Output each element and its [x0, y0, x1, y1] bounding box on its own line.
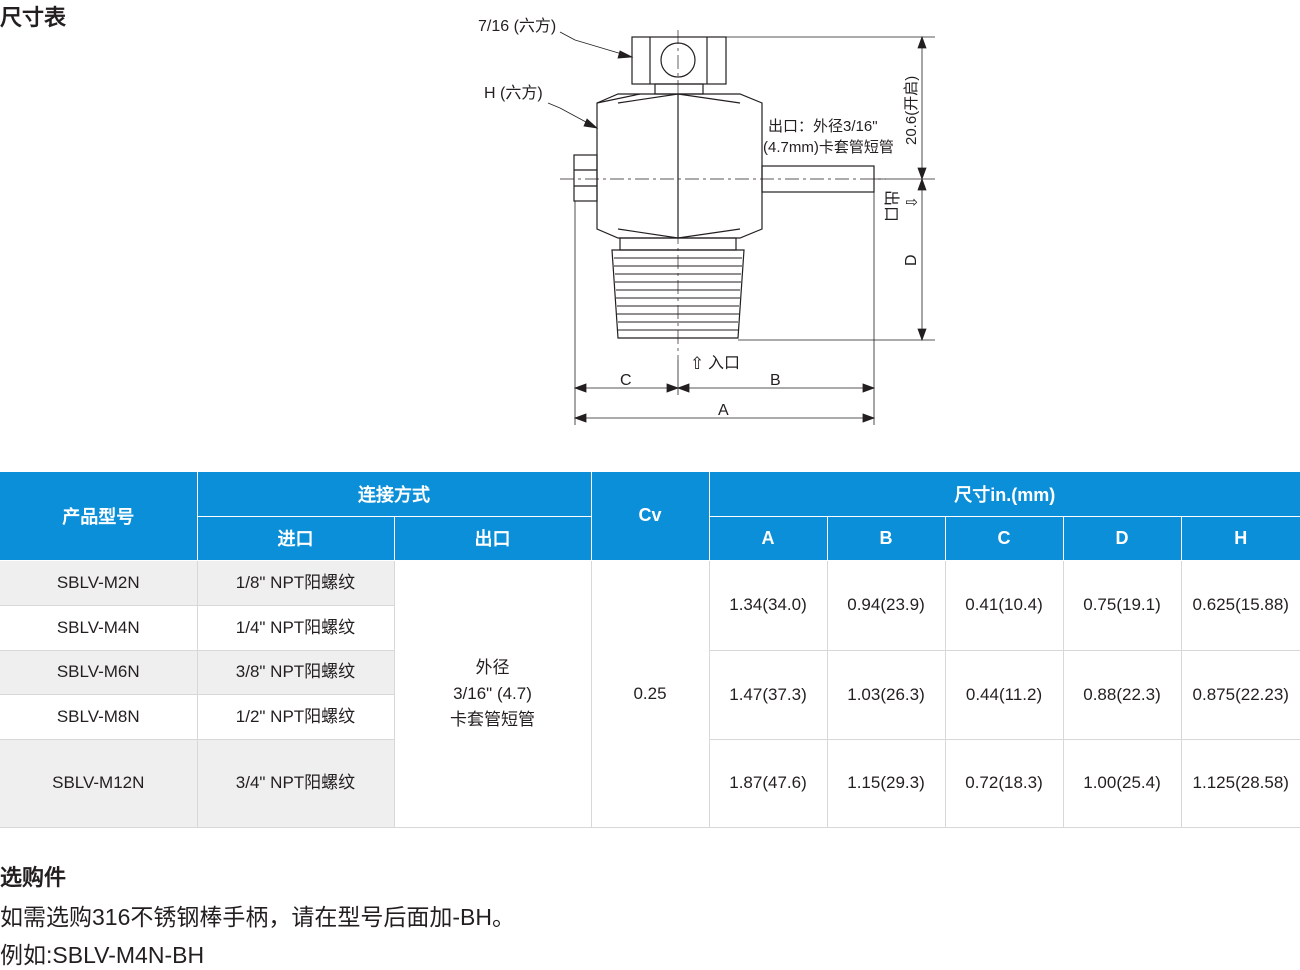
inlet-cell: 1/8" NPT阳螺纹 [197, 560, 395, 606]
dim-h-cell: 1.125(28.58) [1181, 739, 1300, 828]
label-inlet: 入口 [708, 355, 740, 372]
model-cell: SBLV-M6N [0, 650, 198, 695]
label-dim-d: D [903, 254, 920, 266]
option-note: 如需选购316不锈钢棒手柄，请在型号后面加-BH。 [0, 904, 515, 930]
model-cell: SBLV-M4N [0, 605, 198, 651]
outlet-arrow-icon: ⇧ [902, 196, 919, 209]
dim-d-cell: 1.00(25.4) [1063, 739, 1182, 828]
drawing-labels: 7/16 (六方) H (六方) 出口：外径3/16" (4.7mm)卡套管短管… [478, 17, 920, 419]
valve-dimension-drawing: 7/16 (六方) H (六方) 出口：外径3/16" (4.7mm)卡套管短管… [478, 17, 935, 425]
table-row: SBLV-M6N 3/8" NPT阳螺纹 1.47(37.3) 1.03(26.… [0, 650, 1300, 740]
dim-c-cell: 0.72(18.3) [945, 739, 1064, 828]
inlet-cell: 3/8" NPT阳螺纹 [197, 650, 395, 695]
dim-d-cell: 0.88(22.3) [1063, 650, 1182, 740]
dimensions-heading: 尺寸表 [0, 5, 67, 30]
dim-a-cell: 1.87(47.6) [709, 739, 828, 828]
model-cell: SBLV-M8N [0, 694, 198, 740]
dim-c-cell: 0.44(11.2) [945, 650, 1064, 740]
label-outlet: 出口 [882, 190, 900, 222]
dim-h-cell: 0.625(15.88) [1181, 560, 1300, 651]
header-inlet: 进口 [197, 516, 395, 561]
hex-body [596, 93, 763, 239]
header-a: A [709, 516, 828, 561]
outlet-line-2: 3/16" (4.7) [453, 683, 532, 703]
table-row: SBLV-M8N 1/2" NPT阳螺纹 [0, 694, 1300, 740]
label-outlet-desc-1: 出口：外径3/16" [768, 118, 878, 135]
header-b: B [827, 516, 946, 561]
header-cv: Cv [591, 472, 710, 561]
model-cell: SBLV-M2N [0, 560, 198, 606]
header-h: H [1181, 516, 1300, 561]
threaded-inlet [611, 249, 745, 339]
outlet-line-1: 外径 [475, 657, 510, 677]
options-heading: 选购件 [0, 865, 67, 890]
header-outlet: 出口 [394, 516, 592, 561]
dim-a-cell: 1.34(34.0) [709, 560, 828, 651]
inlet-cell: 1/2" NPT阳螺纹 [197, 694, 395, 740]
header-d: D [1063, 516, 1182, 561]
model-cell: SBLV-M12N [0, 739, 198, 828]
label-dim-c: C [620, 372, 632, 389]
dim-h-cell: 0.875(22.23) [1181, 650, 1300, 740]
header-connection: 连接方式 [197, 472, 592, 517]
inlet-cell: 3/4" NPT阳螺纹 [197, 739, 395, 828]
label-hex-top: 7/16 (六方) [478, 17, 556, 35]
dim-c-cell: 0.41(10.4) [945, 560, 1064, 651]
inlet-arrow-icon: ⇧ [690, 354, 704, 373]
label-outlet-desc-2: (4.7mm)卡套管短管 [763, 139, 894, 156]
table-row: SBLV-M2N 1/8" NPT阳螺纹 外径 3/16" (4.7) 卡套管短… [0, 560, 1300, 828]
label-dim-open: 20.6(开启) [903, 76, 920, 145]
table-row: SBLV-M4N 1/4" NPT阳螺纹 [0, 605, 1300, 651]
label-dim-a: A [718, 402, 729, 419]
dim-a-cell: 1.47(37.3) [709, 650, 828, 740]
dim-b-cell: 1.03(26.3) [827, 650, 946, 740]
side-nut [573, 154, 598, 202]
dim-b-cell: 0.94(23.9) [827, 560, 946, 651]
valve-outline [560, 30, 886, 360]
table-row: SBLV-M12N 3/4" NPT阳螺纹 1.87(47.6) 1.15(29… [0, 739, 1300, 828]
header-c: C [945, 516, 1064, 561]
dim-b-cell: 1.15(29.3) [827, 739, 946, 828]
header-model: 产品型号 [0, 472, 198, 561]
outlet-line-3: 卡套管短管 [450, 709, 535, 729]
label-dim-b: B [770, 372, 781, 389]
header-size: 尺寸in.(mm) [709, 472, 1300, 517]
cv-cell: 0.25 [591, 560, 710, 828]
dimension-lines [547, 31, 935, 425]
option-example: 例如:SBLV-M4N-BH [0, 942, 205, 968]
label-hex-body: H (六方) [484, 84, 543, 102]
spec-table: 产品型号 连接方式 Cv 尺寸in.(mm) 进口 出口 A B C D H S… [0, 472, 1300, 828]
inlet-cell: 1/4" NPT阳螺纹 [197, 605, 395, 651]
outlet-cell: 外径 3/16" (4.7) 卡套管短管 [394, 560, 592, 828]
dim-d-cell: 0.75(19.1) [1063, 560, 1182, 651]
